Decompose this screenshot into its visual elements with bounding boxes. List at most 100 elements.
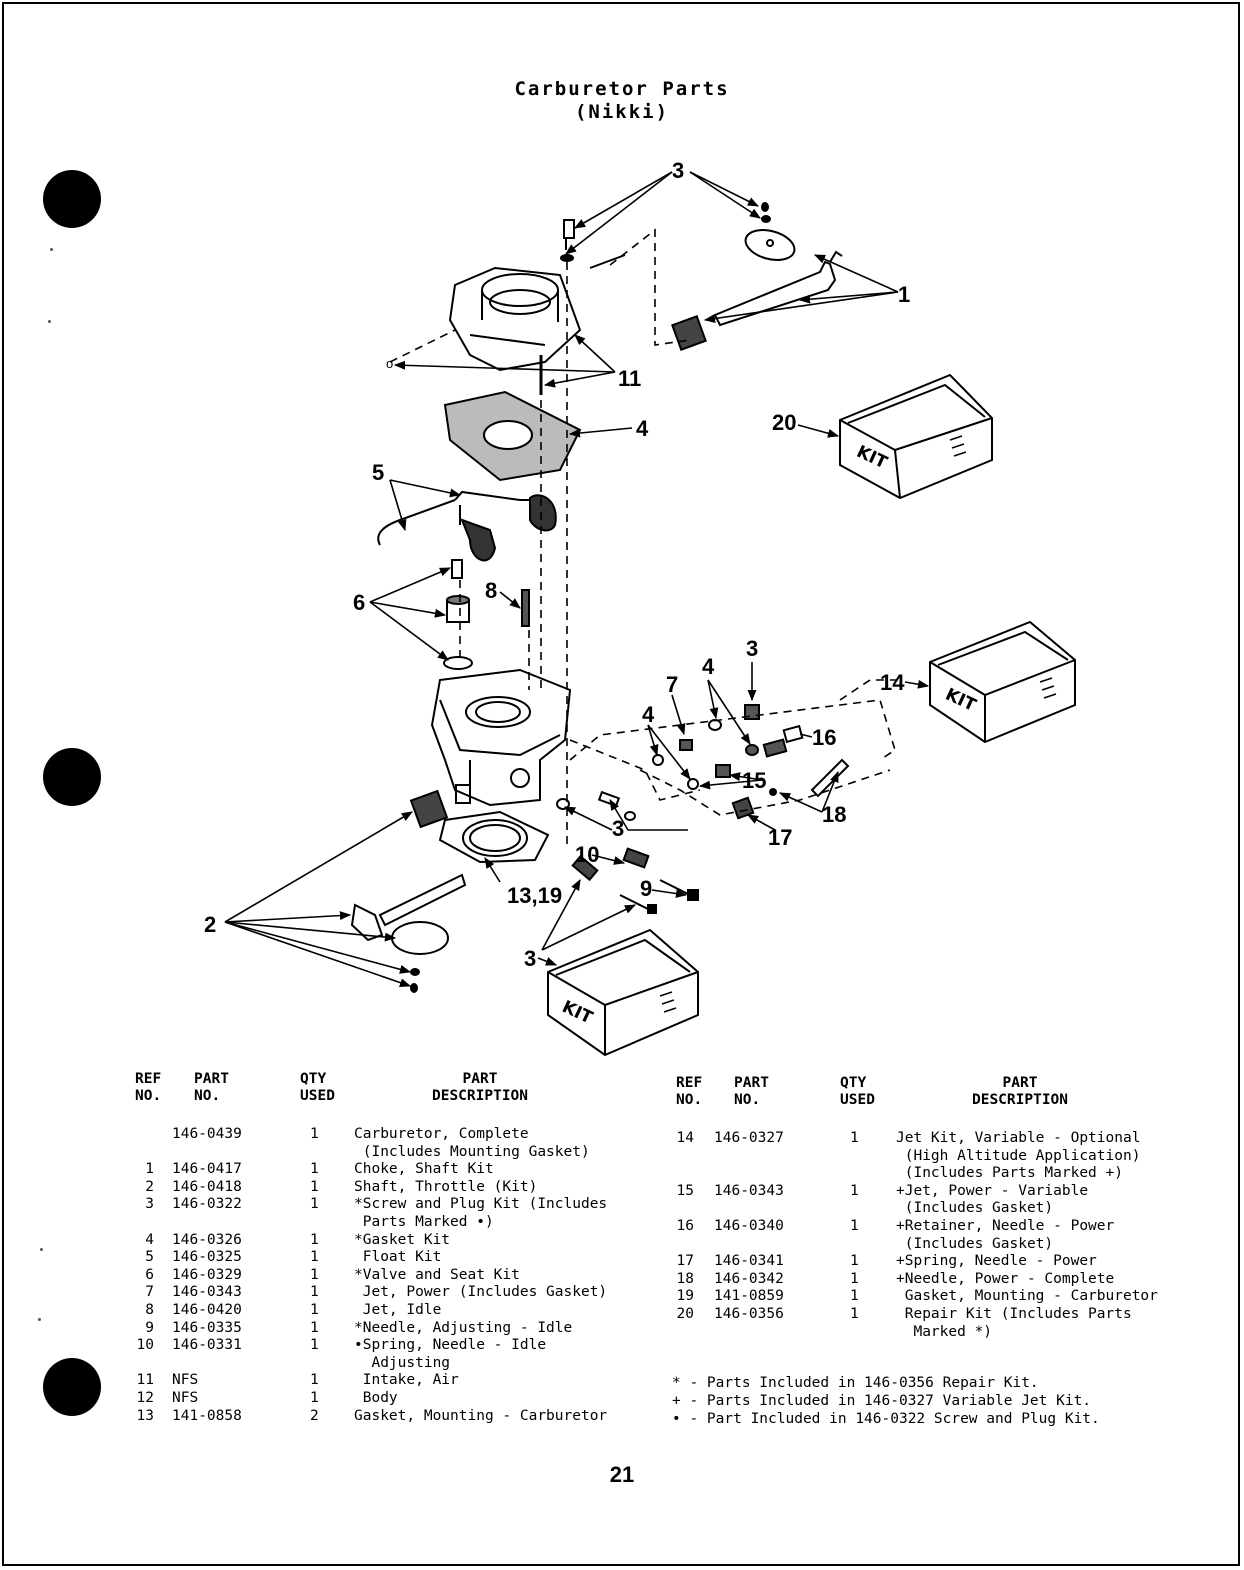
cell-ref: 16 [676, 1217, 694, 1234]
cell-ref: 18 [676, 1270, 694, 1287]
float-part [377, 490, 557, 562]
cell-part: 141-0859 [714, 1288, 784, 1305]
callout: 5 [372, 460, 384, 485]
callout: 3 [672, 158, 684, 183]
cell-part: 146-0329 [172, 1266, 242, 1283]
scan-speck [48, 320, 51, 323]
cell-qty: 1 [850, 1217, 859, 1234]
cell-part: 141-0858 [172, 1407, 242, 1424]
cell-ref: 15 [676, 1182, 694, 1199]
callout: 13,19 [507, 883, 562, 908]
cell-ref: 14 [676, 1130, 694, 1146]
cell-ref: 6 [145, 1266, 154, 1283]
cell-desc: *Screw and Plug Kit (Includes [354, 1196, 608, 1213]
cell-part: 146-0342 [714, 1270, 784, 1287]
cell-ref: 4 [145, 1231, 154, 1248]
punch-hole-top [43, 170, 101, 228]
page-title: Carburetor Parts (Nikki) [0, 78, 1244, 124]
cell-desc: (High Altitude Application) [896, 1147, 1141, 1164]
title-line-2: (Nikki) [574, 101, 670, 123]
cell-ref: 1 [145, 1161, 154, 1178]
cell-ref: 3 [145, 1196, 154, 1213]
cell-ref: 7 [145, 1284, 154, 1301]
cell-desc: (Includes Parts Marked +) [896, 1165, 1123, 1182]
cell-part: NFS [172, 1389, 199, 1406]
callout: 3 [524, 946, 536, 971]
cell-desc: Shaft, Throttle (Kit) [354, 1178, 538, 1195]
cell-qty: 1 [850, 1305, 859, 1322]
cell-ref: 19 [676, 1288, 694, 1305]
cell-qty: 1 [850, 1182, 859, 1199]
cell-desc: Intake, Air [354, 1372, 459, 1389]
cell-desc: Choke, Shaft Kit [354, 1161, 494, 1178]
callout: 2 [204, 912, 216, 937]
callout: 6 [353, 590, 365, 615]
cell-ref: 5 [145, 1249, 154, 1266]
header-ref-no-right: REF NO. [676, 1075, 703, 1108]
table-row: (High Altitude Application) [672, 1148, 1192, 1166]
footnote: * - Parts Included in 146-0356 Repair Ki… [672, 1375, 1039, 1391]
cell-qty: 1 [310, 1337, 319, 1354]
cell-qty: 1 [310, 1389, 319, 1406]
cell-desc: Parts Marked •) [354, 1213, 494, 1230]
cell-desc: Jet, Idle [354, 1301, 442, 1318]
cell-part: 146-0420 [172, 1301, 242, 1318]
idle-needle-part [571, 847, 699, 914]
cell-qty: 1 [310, 1319, 319, 1336]
cell-desc: *Gasket Kit [354, 1231, 451, 1248]
callout: 8 [485, 578, 497, 603]
cell-qty: 1 [310, 1161, 319, 1178]
table-row: Parts Marked •) [132, 1214, 652, 1232]
scan-speck [38, 1318, 41, 1321]
cell-part: 146-0343 [172, 1284, 242, 1301]
callout: 10 [575, 842, 599, 867]
cell-part: 146-0325 [172, 1249, 242, 1266]
header-part-no-left: PART NO. [194, 1071, 229, 1104]
cell-desc: Body [354, 1389, 398, 1406]
callout: 18 [822, 802, 846, 827]
exploded-parts-diagram: KIT KIT KIT 3 1 11 20 4 5 6 8 3 4 7 14 4… [204, 158, 1076, 1057]
cell-part: 146-0322 [172, 1196, 242, 1213]
cell-ref: 10 [136, 1337, 154, 1354]
punch-hole-bottom [43, 1358, 101, 1416]
cell-desc: Float Kit [354, 1249, 442, 1266]
cell-qty: 1 [310, 1126, 319, 1142]
callout: 20 [772, 410, 796, 435]
cell-qty: 1 [310, 1266, 319, 1283]
cell-ref: 12 [136, 1389, 154, 1406]
cell-part: 146-0340 [714, 1217, 784, 1234]
cell-qty: 1 [310, 1249, 319, 1266]
cell-ref: 13 [136, 1407, 154, 1424]
choke-shaft-part [671, 202, 843, 351]
callout: 7 [666, 672, 678, 697]
cell-ref: 8 [145, 1301, 154, 1318]
callout: 3 [746, 636, 758, 661]
cell-desc: •Spring, Needle - Idle [354, 1337, 547, 1354]
callout: 1 [898, 282, 910, 307]
cell-part: 146-0417 [172, 1161, 242, 1178]
table-row: Marked *) [672, 1324, 1192, 1342]
cell-part: 146-0343 [714, 1182, 784, 1199]
table-row: 12 NFS 1 Body [132, 1390, 652, 1408]
valve-seat-part [443, 559, 530, 670]
callout: 3 [612, 816, 624, 841]
cell-desc: Jet, Power (Includes Gasket) [354, 1284, 608, 1301]
cell-part: 146-0341 [714, 1253, 784, 1270]
kit-box-20: KIT [839, 373, 993, 500]
cell-ref: 17 [676, 1253, 694, 1270]
